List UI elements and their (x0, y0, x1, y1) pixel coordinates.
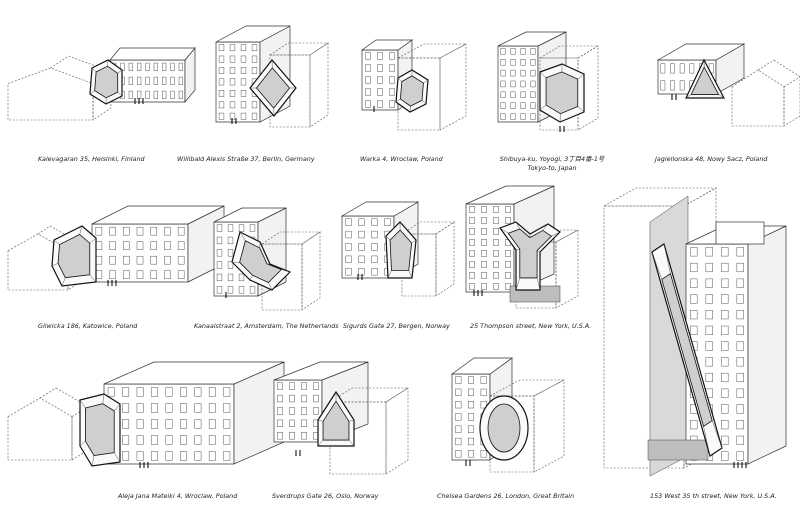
drawing-amsterdam (213, 207, 321, 311)
drawing-helsinki (7, 47, 196, 121)
caption-berlin: Willibald Alexis Straße 37, Berlin, Germ… (177, 155, 315, 163)
drawing-bergen (340, 201, 455, 297)
caption-wroclaw-warka: Warka 4, Wroclaw, Poland (360, 155, 443, 163)
caption-new-york-35th: 153 West 35 th street, New York, U.S.A. (650, 492, 777, 500)
drawing-berlin (215, 25, 329, 128)
caption-helsinki: Kalevagaran 35, Helsinki, Finland (38, 155, 145, 163)
drawing-wroclaw-mateiki (7, 361, 285, 468)
caption-tokyo-line1: Shibuya-ku, Yoyogi, 3丁目4番-1号 (499, 155, 605, 163)
caption-new-york-thompson: 25 Thompson street, New York, U.S.A. (470, 322, 592, 330)
caption-katowice: Gliwicka 186, Katowice, Poland (38, 322, 138, 330)
caption-amsterdam: Kanaalstraat 2, Amsterdam, The Netherlan… (194, 322, 339, 330)
drawing-new-york-35th (602, 187, 787, 477)
caption-nowy-sacz: Jagiellonska 48, Nowy Sacz, Poland (655, 155, 768, 163)
drawing-nowy-sacz (656, 43, 800, 127)
drawing-oslo (273, 361, 410, 475)
drawing-katowice (7, 205, 225, 291)
caption-wroclaw-mateiki: Aleja Jana Mateiki 4, Wroclaw, Poland (118, 492, 238, 500)
caption-bergen: Sigurds Gate 27, Bergen, Norway (343, 322, 450, 330)
caption-tokyo-line2: Tokyo-to, Japan (527, 164, 577, 172)
caption-oslo: Sverdrups Gate 26, Oslo, Norway (272, 492, 379, 500)
drawing-london (450, 357, 565, 473)
drawing-tokyo (497, 31, 600, 132)
caption-london: Chelsea Gardens 26, London, Great Britai… (437, 492, 575, 500)
drawing-new-york-thompson (465, 185, 579, 309)
drawing-wroclaw-warka (360, 39, 467, 131)
